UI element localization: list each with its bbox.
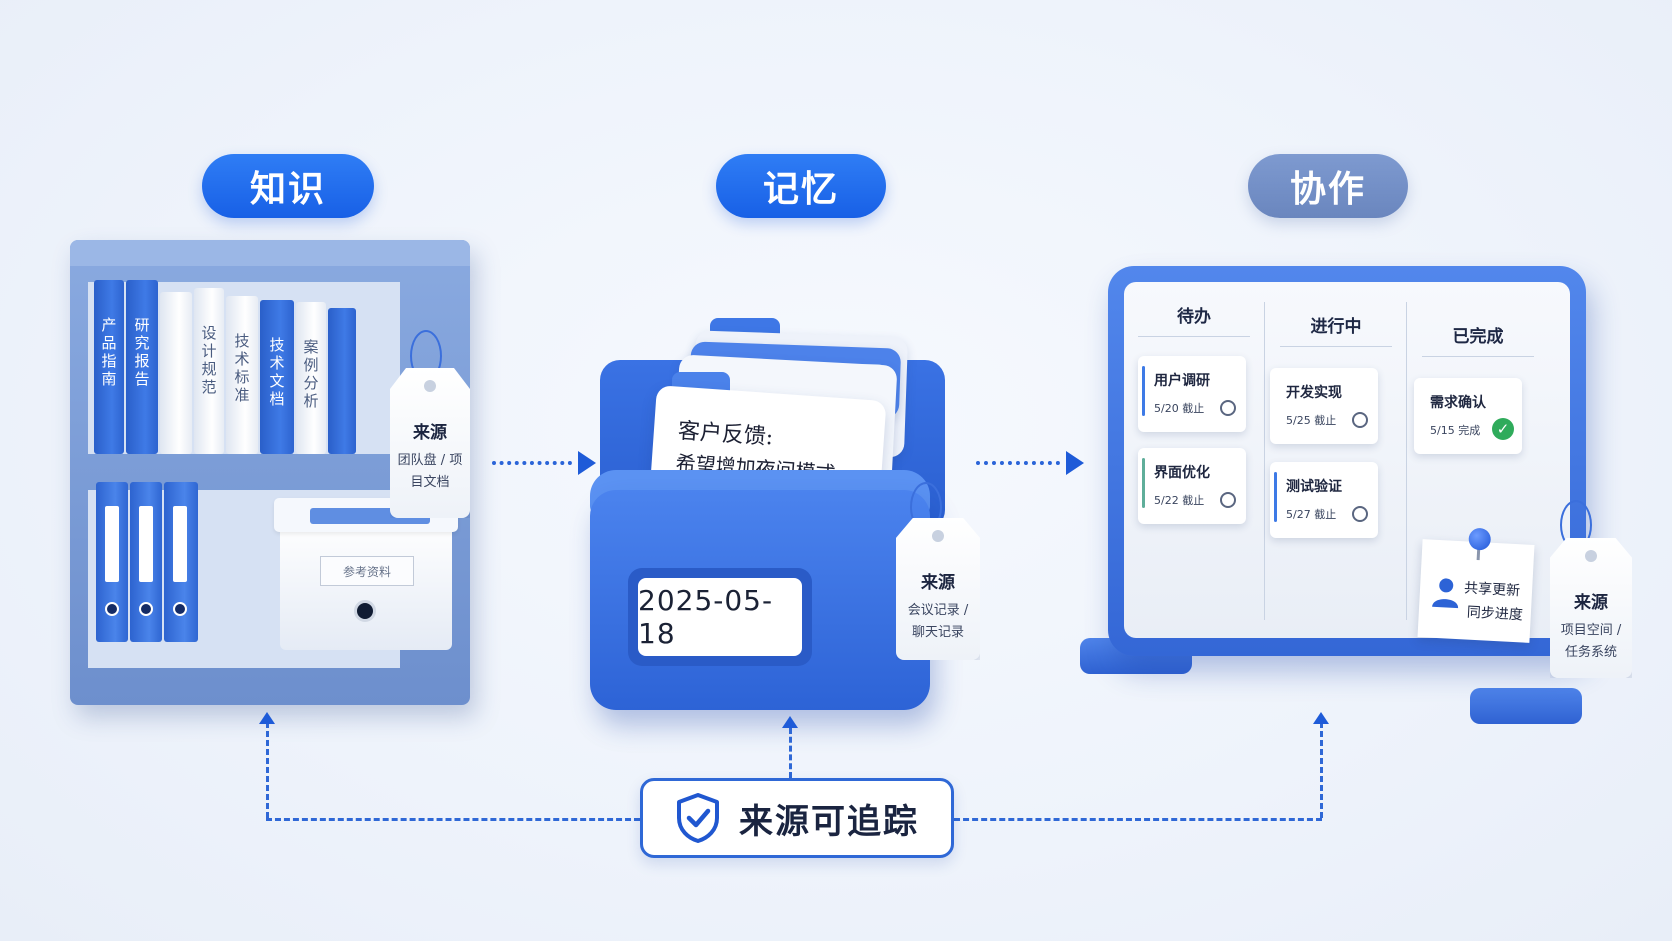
trace-line [1320,722,1323,818]
task-meta: 5/20 截止 [1154,402,1205,415]
source-tag-title: 来源 [921,573,955,593]
column-header: 已完成 [1452,327,1504,347]
storage-box-label: 参考资料 [320,556,414,586]
book: 研究报告 [126,280,158,454]
storage-box: 参考资料 [274,498,458,650]
task-title: 需求确认 [1430,395,1486,411]
book: 技术文档 [260,300,294,454]
source-tag-detail: 会议记录 / 聊天记录 [907,603,969,640]
trace-arrow-head [1313,712,1329,724]
task-accent-bar [1142,366,1145,416]
column-header-rule [1138,336,1250,337]
book [328,308,356,454]
source-tag-collaboration: 来源 项目空间 / 任务系统 [1550,538,1632,678]
collaboration-heading: 协作 [1248,154,1408,218]
tag-string [1560,500,1592,550]
source-tag-knowledge: 来源 团队盘 / 项目文档 [390,368,470,518]
task-title: 界面优化 [1154,465,1210,481]
trace-line [954,818,1322,821]
column-divider [1264,302,1265,620]
bookshelf: 产品指南 研究报告 设计规范 技术标准 技术文档 案例分析 参考资料 [70,240,470,705]
flow-arrow-head [578,451,596,475]
trace-arrow-head [782,716,798,728]
book [160,292,192,454]
task-title: 测试验证 [1286,479,1342,495]
tag-string [410,330,442,382]
traceable-source-badge: 来源可追踪 [640,778,954,858]
task-card[interactable]: 测试验证 5/27 截止 [1270,462,1378,538]
knowledge-heading: 知识 [202,154,374,218]
book-spine-label: 案例分析 [303,338,319,410]
trace-line [789,728,792,778]
book: 案例分析 [296,302,326,454]
book-spine-label: 设计规范 [201,324,217,396]
task-card[interactable]: 用户调研 5/20 截止 [1138,356,1246,432]
book: 技术标准 [226,296,258,454]
book-spine-label: 研究报告 [134,316,150,388]
traceable-source-label: 来源可追踪 [739,801,919,842]
check-circle-icon[interactable]: ✓ [1492,418,1514,440]
trace-line [266,722,269,818]
book: 产品指南 [94,280,124,454]
storage-box-hole [354,600,376,622]
knowledge-heading-text: 知识 [249,169,326,210]
task-title: 用户调研 [1154,373,1210,389]
source-tag-title: 来源 [413,423,447,443]
user-icon [1432,578,1459,609]
task-meta: 5/15 完成 [1430,424,1481,437]
flow-arrow-line [492,461,572,465]
tag-string [910,482,942,532]
binder [96,482,128,642]
trace-arrow-head [259,712,275,724]
note-line1: 共享更新 [1463,580,1521,600]
task-card[interactable]: 需求确认 5/15 完成 ✓ [1414,378,1522,454]
task-accent-bar [1274,472,1277,522]
flow-arrow-line [976,461,1060,465]
empty-circle-icon[interactable] [1220,492,1236,508]
source-tag-detail: 项目空间 / 任务系统 [1560,623,1622,660]
date-plate-text: 2025-05-18 [638,578,802,656]
trace-line [266,818,640,821]
column-header-rule [1422,356,1534,357]
shield-check-icon [677,793,719,843]
column-header: 待办 [1177,307,1211,327]
task-meta: 5/25 截止 [1286,414,1337,427]
task-title: 开发实现 [1286,385,1342,401]
task-meta: 5/22 截止 [1154,494,1205,507]
empty-circle-icon[interactable] [1352,506,1368,522]
shelf-top [70,240,470,266]
empty-circle-icon[interactable] [1352,412,1368,428]
pin-icon [1468,527,1492,551]
binder [130,482,162,642]
memory-heading: 记忆 [716,154,886,218]
feedback-card-title: 客户反馈: [677,418,774,451]
book-spine-label: 技术标准 [234,332,250,404]
date-plate: 2025-05-18 [628,568,812,666]
collaboration-heading-text: 协作 [1289,169,1366,210]
source-tag-title: 来源 [1574,593,1608,613]
empty-circle-icon[interactable] [1220,400,1236,416]
binder [164,482,198,642]
memory-heading-text: 记忆 [762,169,839,210]
source-tag-memory: 来源 会议记录 / 聊天记录 [896,518,980,660]
board-foot [1470,688,1582,724]
note-line2: 同步进度 [1466,604,1524,624]
task-card[interactable]: 开发实现 5/25 截止 [1270,368,1378,444]
task-meta: 5/27 截止 [1286,508,1337,521]
pinned-note: 共享更新 同步进度 [1417,527,1535,643]
column-header: 进行中 [1310,317,1362,337]
book-spine-label: 技术文档 [269,336,285,408]
column-divider [1406,302,1407,620]
task-card[interactable]: 界面优化 5/22 截止 [1138,448,1246,524]
task-accent-bar [1142,458,1145,508]
column-header-rule [1280,346,1392,347]
book-spine-label: 产品指南 [101,316,117,388]
source-tag-detail: 团队盘 / 项目文档 [397,453,463,490]
book: 设计规范 [194,288,224,454]
flow-arrow-head [1066,451,1084,475]
